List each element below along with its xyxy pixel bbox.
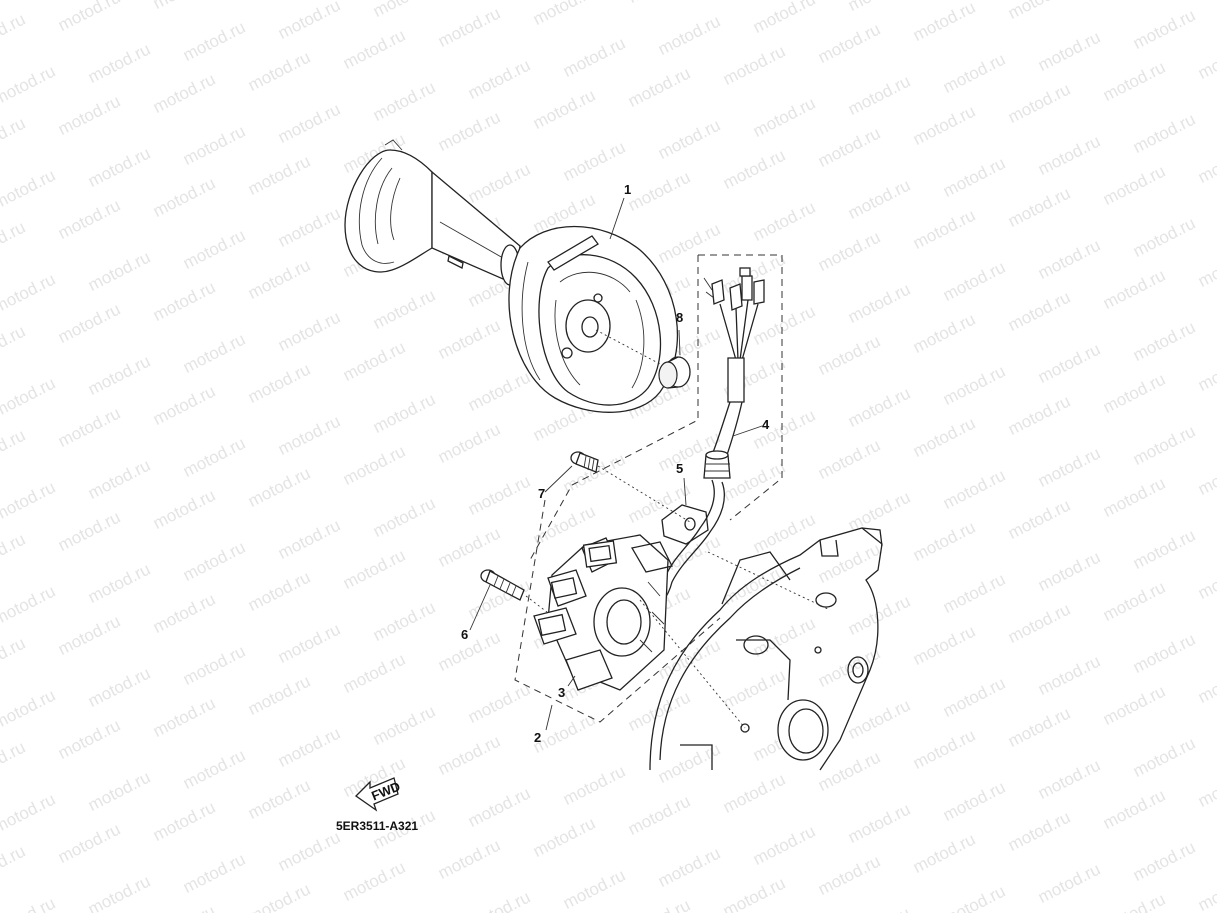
callout-6: 6 (461, 627, 468, 642)
screw-7 (544, 451, 691, 523)
crankcase (649, 527, 883, 771)
callout-2: 2 (534, 730, 541, 745)
callout-5: 5 (676, 461, 683, 476)
grommet (703, 425, 763, 479)
fwd-arrow-label: FWD (369, 779, 402, 804)
collar (658, 329, 691, 389)
screw-6 (469, 569, 561, 631)
fwd-arrow: FWD (354, 777, 402, 812)
callout-4: 4 (762, 417, 770, 432)
callout-7: 7 (538, 486, 545, 501)
wire-connectors (703, 267, 765, 459)
stator-assembly (533, 534, 746, 731)
callout-1: 1 (624, 182, 631, 197)
callout-8: 8 (676, 310, 683, 325)
diagram-code: 5ER3511-A321 (336, 819, 419, 833)
crankshaft (344, 139, 521, 286)
callout-3: 3 (558, 685, 565, 700)
rotor-flywheel (508, 197, 678, 413)
